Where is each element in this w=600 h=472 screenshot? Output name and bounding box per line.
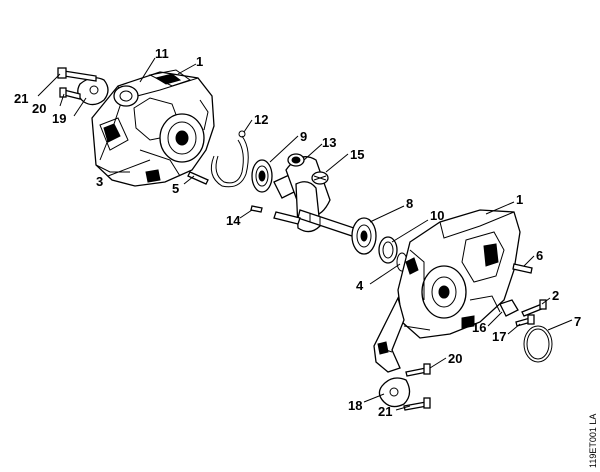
callout-20-right: 20 (448, 351, 462, 366)
callout-10: 10 (430, 208, 444, 223)
bushing (499, 299, 519, 317)
callout-14: 14 (226, 213, 241, 228)
gasket-plate-left (77, 77, 109, 106)
callout-21-left: 21 (14, 91, 28, 106)
callout-3: 3 (96, 174, 103, 189)
callout-4: 4 (356, 278, 364, 293)
callout-9: 9 (300, 129, 307, 144)
callout-20-left: 20 (32, 101, 46, 116)
circlip-ring (523, 325, 553, 363)
dowel-pin-right (512, 263, 533, 274)
crankcase-left-half (91, 69, 215, 187)
needle-cage (311, 171, 329, 185)
gasket-ring (210, 130, 249, 188)
callout-19: 19 (52, 111, 66, 126)
oil-seal (378, 236, 398, 264)
callout-17: 17 (492, 329, 506, 344)
leader-lines (37, 57, 573, 411)
callout-labels: 11 1 21 20 19 12 9 13 15 3 5 14 8 10 1 6… (14, 46, 581, 419)
callout-15: 15 (350, 147, 364, 162)
callout-1-left: 1 (196, 54, 203, 69)
callout-12: 12 (254, 112, 268, 127)
callout-7: 7 (574, 314, 581, 329)
key-pin (250, 205, 263, 213)
crankcase-right-half (373, 209, 521, 373)
screw-left-lower (59, 87, 81, 100)
drawing-code: 119ET001 LA (588, 414, 598, 468)
callout-2: 2 (552, 288, 559, 303)
ball-bearing-right (351, 217, 377, 255)
ball-bearing-left (251, 159, 273, 193)
dowel-pin-left (187, 171, 209, 185)
callout-13: 13 (322, 135, 336, 150)
callout-8: 8 (406, 196, 413, 211)
screw-left-upper (57, 67, 97, 82)
screw-right-upper (521, 299, 547, 317)
callout-21-right: 21 (378, 404, 392, 419)
screw-plate-lower (403, 397, 431, 411)
callout-11: 11 (155, 46, 169, 61)
callout-5: 5 (172, 181, 179, 196)
callout-6: 6 (536, 248, 543, 263)
callout-18: 18 (348, 398, 362, 413)
gasket-plate-right (378, 377, 411, 408)
screw-plate-upper (405, 363, 431, 377)
callout-16: 16 (472, 320, 486, 335)
crankshaft (273, 153, 355, 237)
screw-right-lower (515, 314, 535, 327)
callout-1-right: 1 (516, 192, 523, 207)
